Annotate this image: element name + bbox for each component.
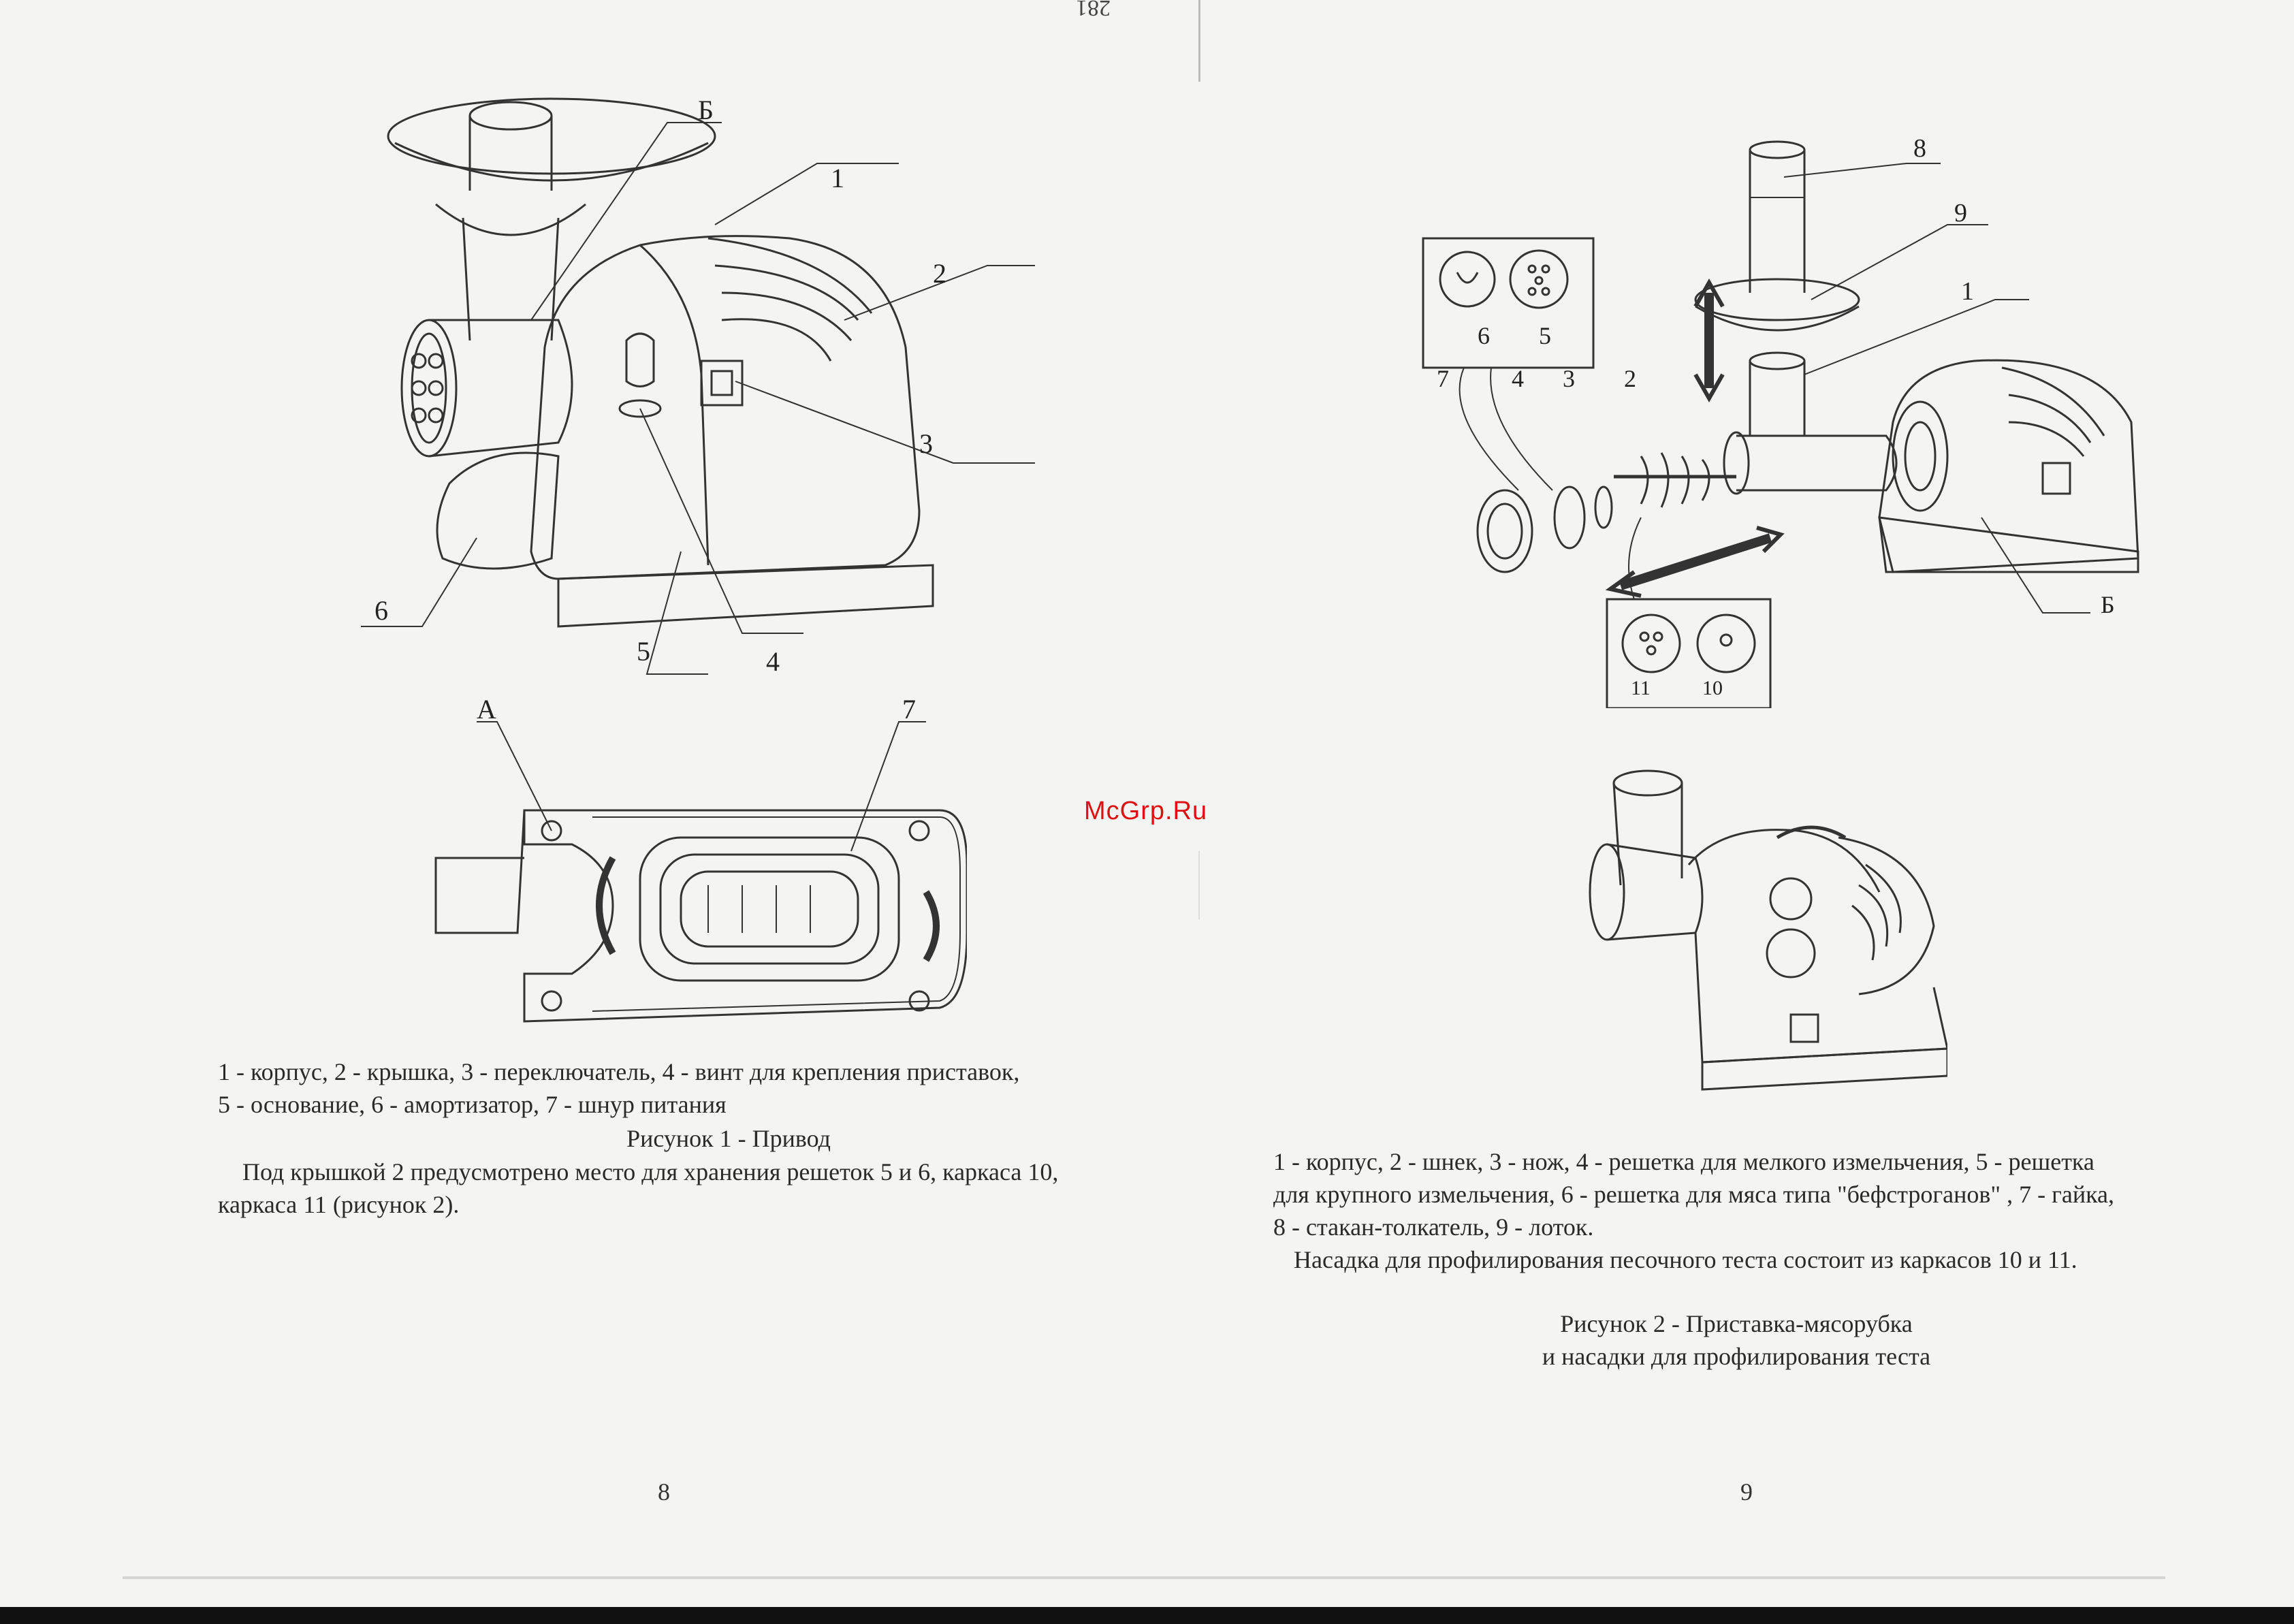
fig1-label-2: 2 — [933, 258, 946, 289]
fig2-label-7: 7 — [1437, 365, 1449, 392]
figure2-exploded: 8 9 1 6 5 7 4 3 2 Б 11 10 — [1416, 136, 2233, 708]
fig1-note-line1: Под крышкой 2 предусмотрено место для хр… — [242, 1158, 1059, 1185]
page-number-left: 8 — [658, 1478, 670, 1506]
fig1-note: Под крышкой 2 предусмотрено место для хр… — [218, 1156, 1185, 1221]
fig1-legend-line2: 5 - основание, 6 - амортизатор, 7 - шнур… — [218, 1091, 727, 1118]
fig1-title: Рисунок 1 - Привод — [626, 1125, 831, 1152]
fig2-legend: 1 - корпус, 2 - шнек, 3 - нож, 4 - решет… — [1273, 1145, 2206, 1243]
watermark: McGrp.Ru — [1084, 797, 1208, 825]
page-number-right: 9 — [1740, 1478, 1753, 1506]
scan-edge-line — [123, 1576, 2165, 1579]
fig2-label-1: 1 — [1961, 277, 1974, 306]
fig1-note-line2: каркаса 11 (рисунок 2). — [218, 1191, 460, 1218]
fig2-legend-line3: 8 - стакан-толкатель, 9 - лоток. — [1273, 1213, 1594, 1241]
fig2-label-8: 8 — [1913, 136, 1926, 163]
fig2-label-2: 2 — [1624, 365, 1636, 392]
fig2-title-line1: Рисунок 2 - Приставка-мясорубка — [1560, 1310, 1913, 1337]
fig2-label-5: 5 — [1539, 322, 1551, 349]
figure1-appliance: Б 1 2 3 4 5 6 — [354, 89, 1035, 688]
fig1-label-a: А — [477, 694, 496, 725]
fig2-legend-line1: 1 - корпус, 2 - шнек, 3 - нож, 4 - решет… — [1273, 1148, 2094, 1175]
fig1-legend-line1: 1 - корпус, 2 - крышка, 3 - переключател… — [218, 1058, 1020, 1085]
fig2-label-4: 4 — [1512, 365, 1524, 392]
page-fold — [1198, 0, 1200, 82]
fig2-label-b: Б — [2101, 591, 2115, 618]
fig1-label-3: 3 — [919, 428, 933, 459]
fig2-label-9: 9 — [1954, 199, 1967, 227]
fig1-label-b: Б — [698, 95, 714, 125]
fig1-legend: 1 - корпус, 2 - крышка, 3 - переключател… — [218, 1055, 1171, 1121]
fig2-note: Насадка для профилирования песочного тес… — [1294, 1246, 2077, 1273]
fig2-title-line2: и насадки для профилирования теста — [1542, 1343, 1931, 1370]
fig2-title: Рисунок 2 - Приставка-мясорубка и насадк… — [1430, 1307, 2043, 1373]
fig2-legend-line2: для крупного измельчения, 6 - решетка дл… — [1273, 1181, 2115, 1208]
figure2-open-lid — [1566, 756, 1947, 1096]
fig1-label-1: 1 — [831, 163, 844, 193]
scan-border — [0, 1607, 2294, 1624]
fig2-label-11: 11 — [1631, 677, 1651, 699]
figure1-underside: А 7 — [422, 688, 967, 1042]
top-page-mark: 281 — [1076, 0, 1111, 20]
fig1-label-5: 5 — [637, 636, 650, 667]
fig2-label-6: 6 — [1478, 322, 1490, 349]
fig2-label-10: 10 — [1702, 677, 1723, 699]
fig1-label-7: 7 — [902, 694, 916, 725]
fig1-label-4: 4 — [766, 646, 780, 677]
page-fold-shadow — [1198, 851, 1200, 919]
fig1-label-6: 6 — [375, 595, 388, 626]
fig2-label-3: 3 — [1563, 365, 1575, 392]
